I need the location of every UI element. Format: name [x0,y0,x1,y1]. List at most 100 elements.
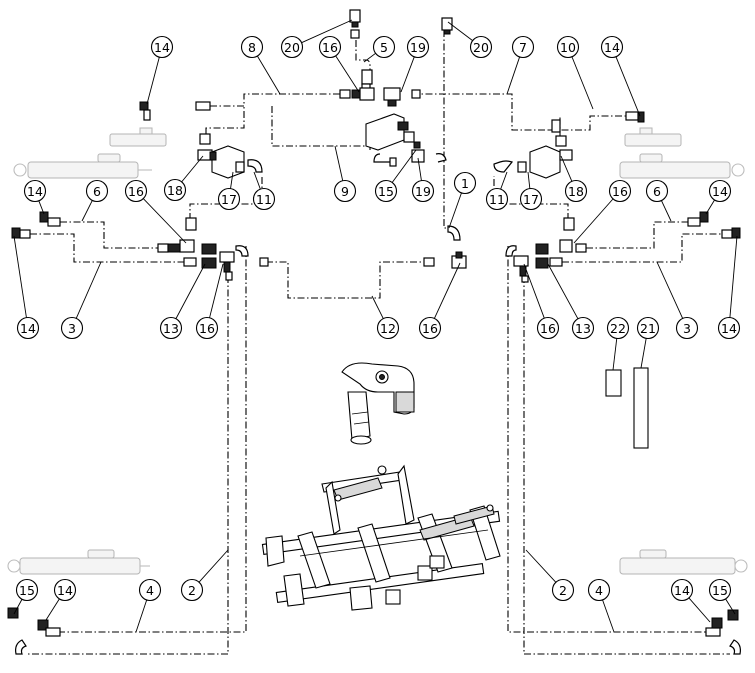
callout-circle [606,316,630,340]
leader-line-c14e [13,235,27,318]
callout-c12: 12 [376,316,400,340]
leader-line-c14c [38,200,45,215]
leader-line-c2a [198,549,229,583]
callout-circle [469,35,493,59]
callout-number: 2 [559,583,567,598]
callout-number: 14 [712,184,728,199]
callout-c16f: 16 [536,316,560,340]
leader-line-c11b [500,171,508,190]
leader-line-c19b [417,157,422,181]
callout-c20b: 20 [469,35,493,59]
callout-number: 16 [540,321,556,336]
callout-c13b: 13 [571,316,595,340]
leader-line-c17b [527,171,531,189]
callout-c22: 22 [606,316,630,340]
callout-number: 10 [560,40,576,55]
callout-c14h: 14 [670,578,694,602]
callout-number: 17 [523,192,539,207]
callout-circle [60,316,84,340]
callout-number: 16 [199,321,215,336]
ghost-cylinder-lower-left [7,549,150,575]
callout-number: 13 [163,321,179,336]
callout-number: 16 [322,40,338,55]
leader-line-c1 [448,192,462,229]
callout-c16a: 16 [318,35,342,59]
callout-c9: 9 [333,179,357,203]
callout-circle [163,178,187,202]
callout-circle [333,179,357,203]
callout-number: 8 [248,40,256,55]
leader-line-c16d [209,263,224,318]
callout-circle [675,316,699,340]
callout-circle [376,316,400,340]
callout-c4a: 4 [138,578,162,602]
callout-c15b: 15 [15,578,39,602]
callout-circle [556,35,580,59]
callout-circle [252,187,276,211]
callout-c18a: 18 [163,178,187,202]
cylinder-assembly-illustration [341,362,415,445]
callout-c14a: 14 [150,35,174,59]
callout-circle [53,578,77,602]
leader-line-c14f [729,235,738,318]
callout-c3b: 3 [675,316,699,340]
leader-line-c7 [506,56,521,95]
callout-c19b: 19 [411,179,435,203]
leader-line-c16f [523,263,545,319]
callout-circle [124,179,148,203]
callout-circle [670,578,694,602]
callout-circle [571,316,595,340]
callout-circle [85,179,109,203]
leader-line-c14b [615,56,641,117]
callout-number: 11 [489,192,505,207]
callout-number: 22 [610,321,626,336]
callout-c8: 8 [240,35,264,59]
callout-circle [418,316,442,340]
leader-line-c9 [334,145,344,181]
callout-number: 15 [712,583,728,598]
leader-line-c3b [656,261,684,319]
leader-line-c13a [175,263,206,319]
callout-circle [23,179,47,203]
callout-number: 14 [721,321,737,336]
callout-circle [519,187,543,211]
callout-c2a: 2 [180,578,204,602]
leader-line-c17a [230,171,234,189]
callout-circle [159,316,183,340]
callout-c14e: 14 [16,316,40,340]
callout-circle [411,179,435,203]
leader-line-c21 [640,338,647,369]
leader-line-c15b [13,599,23,615]
leader-line-c16c [573,198,614,244]
callout-number: 11 [256,192,272,207]
callout-number: 6 [653,184,661,199]
callout-c15c: 15 [708,578,732,602]
callout-number: 17 [221,192,237,207]
callout-c5: 5 [372,35,396,59]
callout-c16b: 16 [124,179,148,203]
callout-circle [280,35,304,59]
callout-c13a: 13 [159,316,183,340]
callout-circle [453,171,477,195]
leader-line-c18b [560,155,573,182]
callout-c14d: 14 [708,179,732,203]
callout-number: 14 [20,321,36,336]
callout-number: 1 [461,176,469,191]
callout-circle [195,316,219,340]
leader-line-c18a [181,155,204,183]
leader-line-c12 [371,295,384,319]
callout-c15a: 15 [374,179,398,203]
leader-line-c4a [135,599,148,633]
callout-c11a: 11 [252,187,276,211]
callout-number: 13 [575,321,591,336]
leader-line-c6a [81,200,93,222]
callout-circle [485,187,509,211]
decal-parts [605,367,649,449]
callout-c14c: 14 [23,179,47,203]
callout-c7: 7 [511,35,535,59]
leader-line-c8 [256,55,281,95]
callout-circle [180,578,204,602]
callout-c1: 1 [453,171,477,195]
leader-line-c6b [661,200,672,222]
callout-c6a: 6 [85,179,109,203]
